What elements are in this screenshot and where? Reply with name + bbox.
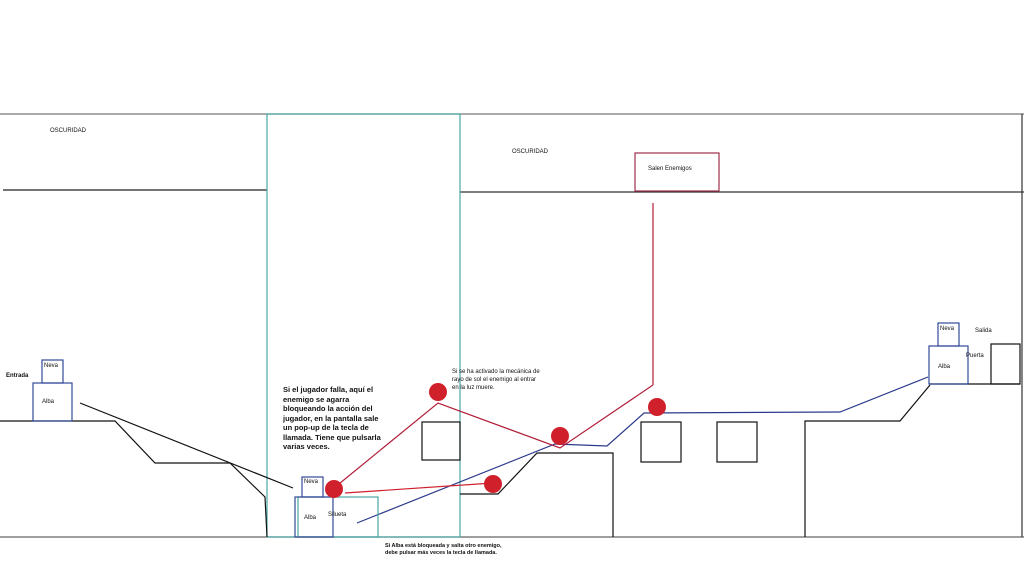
blocked-note: Si Alba está bloqueada y salta otro enem… [385,543,502,556]
dark-zone-left-label: OSCURIDAD [50,128,87,134]
player-path [356,376,929,524]
terrain-right [804,384,931,537]
enemy-spawn-label: Salen Enemigos [648,166,692,172]
alba-label: Alba [304,515,317,521]
terrain-middle [460,452,614,537]
silhouette-label: Silueta [328,512,347,518]
box-obstacle-3 [716,421,758,463]
enemy-spawn-box [634,152,720,192]
enemy-dot [648,398,666,416]
neva-label: Neva [304,479,319,485]
enemy-path [333,384,654,489]
enemy-path-low [344,482,494,494]
neva-label: Neva [44,363,59,369]
box-obstacle-2 [640,421,682,463]
alba-label: Alba [938,364,951,370]
neva-exit [937,322,960,347]
neva-trap [301,476,324,498]
sunlight-note: Si se ha activado la mecánica de rayo de… [452,369,540,391]
neva-label: Neva [940,326,955,332]
enemy-dot [551,427,569,445]
dark-zone-right-label: OSCURIDAD [512,149,549,155]
entrance-label: Entrada [6,373,29,379]
alba-label: Alba [42,399,55,405]
exit-door [990,343,1021,385]
enemy-dot [484,475,502,493]
exit-label: Salida [975,328,992,334]
neva-entrance [41,359,64,384]
light-column [266,113,461,538]
enemy-dot [325,480,343,498]
player-fail-note: Si el jugador falla, aquí el enemigo se … [283,385,381,451]
jump-line [79,402,294,489]
terrain-left [0,420,268,538]
enemy-dot [429,383,447,401]
door-label: Puerta [966,353,984,359]
box-obstacle-1 [421,421,461,461]
